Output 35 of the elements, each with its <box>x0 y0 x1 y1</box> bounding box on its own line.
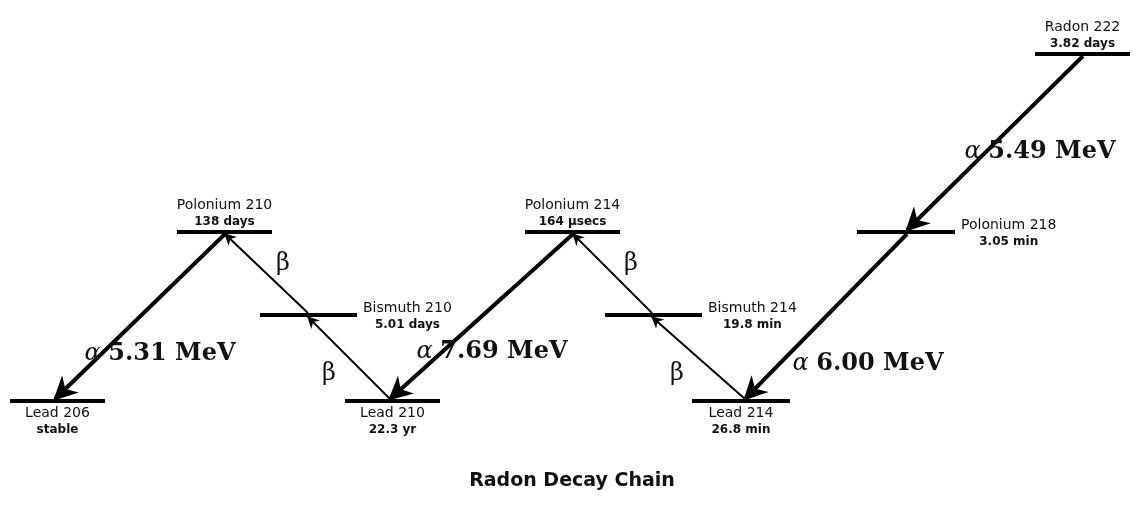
edge-label: α 6.00 MeV <box>792 350 944 374</box>
arrow <box>905 54 1085 232</box>
isotope-name: Lead 206 <box>25 404 90 421</box>
half-life: stable <box>36 421 79 437</box>
edge-label: α 5.31 MeV <box>84 340 236 364</box>
edge-label: α 7.69 MeV <box>416 338 568 362</box>
arrow <box>651 316 746 400</box>
half-life: 3.05 min <box>979 232 1039 249</box>
isotope-name: Lead 210 <box>360 404 425 421</box>
half-life: 3.82 days <box>1049 35 1116 51</box>
edge-label: β <box>670 360 684 384</box>
arrow <box>53 232 227 401</box>
arrow <box>307 316 391 400</box>
half-life: 19.8 min <box>722 315 782 332</box>
isotope-name: Polonium 214 <box>524 196 621 213</box>
isotope-name: Bismuth 210 <box>363 298 452 316</box>
edge-label: β <box>322 360 336 384</box>
isotope-name: Bismuth 214 <box>708 298 797 316</box>
edge-label: β <box>276 250 290 274</box>
half-life: 22.3 yr <box>368 421 417 437</box>
isotope-name: Lead 214 <box>708 404 774 421</box>
half-life: 164 µsecs <box>538 213 607 229</box>
half-life: 138 days <box>194 213 255 229</box>
arrow <box>224 233 309 314</box>
half-life: 5.01 days <box>374 315 440 332</box>
isotope-name: Polonium 210 <box>176 196 273 213</box>
edge-label: β <box>624 250 638 274</box>
arrow <box>743 232 909 401</box>
isotope-name: Radon 222 <box>1044 18 1121 35</box>
arrow <box>388 232 575 401</box>
arrow <box>572 233 653 314</box>
edge-label: α 5.49 MeV <box>964 138 1116 162</box>
half-life: 26.8 min <box>711 421 771 437</box>
isotope-name: Polonium 218 <box>961 215 1057 233</box>
diagram-title: Radon Decay Chain <box>468 468 676 490</box>
